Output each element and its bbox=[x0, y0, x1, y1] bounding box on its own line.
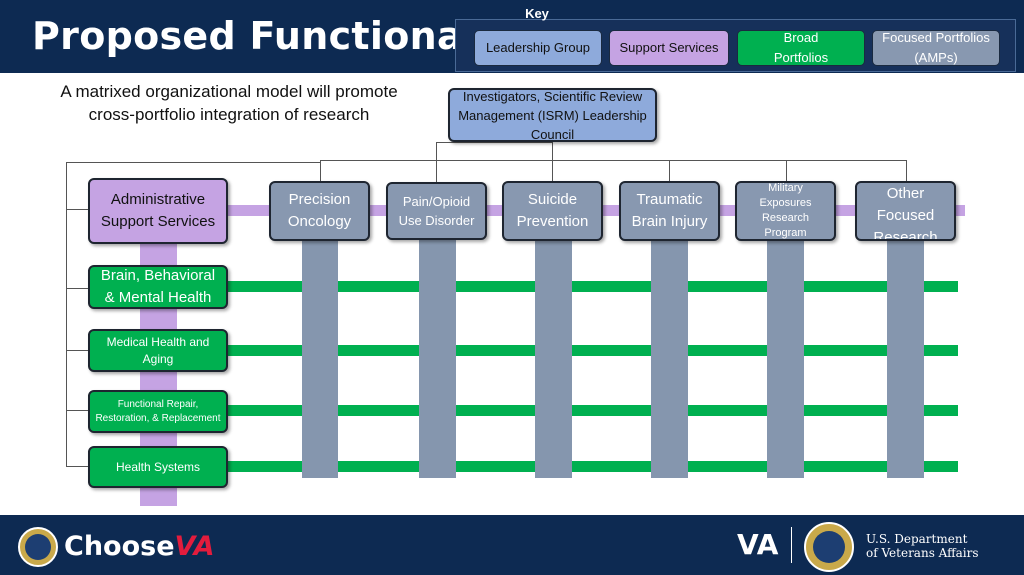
connector-line bbox=[66, 209, 88, 210]
broad-box-brain-behavioral: Brain, Behavioral & Mental Health bbox=[88, 265, 228, 309]
department-seal-icon bbox=[804, 522, 854, 572]
administrative-support-box: Administrative Support Services bbox=[88, 178, 228, 244]
key-focused-portfolios: Focused Portfolios (AMPs) bbox=[872, 30, 1000, 66]
connector-line bbox=[66, 162, 67, 467]
department-name: U.S. Department of Veterans Affairs bbox=[866, 532, 979, 560]
connector-line bbox=[436, 142, 553, 143]
connector-line bbox=[66, 466, 88, 467]
connector-line bbox=[436, 142, 437, 182]
connector-line bbox=[320, 160, 907, 161]
va-seal-icon bbox=[18, 527, 58, 567]
broad-portfolio-bar bbox=[228, 405, 958, 416]
key-broad-portfolios: Broad Portfolios bbox=[737, 30, 865, 66]
amp-box-pain-opioid: Pain/Opioid Use Disorder bbox=[386, 182, 487, 240]
connector-line bbox=[669, 160, 670, 182]
broad-portfolio-bar bbox=[228, 345, 958, 356]
connector-line bbox=[786, 160, 787, 182]
amp-column bbox=[419, 238, 456, 478]
amp-column bbox=[767, 238, 804, 478]
amp-column bbox=[887, 238, 924, 478]
va-check-mark: VA bbox=[174, 531, 215, 562]
amp-column bbox=[302, 238, 338, 478]
connector-line bbox=[66, 350, 88, 351]
leadership-council-box: Investigators, Scientific Review Managem… bbox=[448, 88, 657, 142]
key-support-services: Support Services bbox=[609, 30, 729, 66]
amp-box-military-exposures: Military Exposures Research Program bbox=[735, 181, 836, 241]
amp-box-suicide-prevention: Suicide Prevention bbox=[502, 181, 603, 241]
connector-line bbox=[66, 288, 88, 289]
amp-box-other-focused-research: Other Focused Research bbox=[855, 181, 956, 241]
va-logo: VA bbox=[737, 528, 779, 561]
footer-divider bbox=[791, 527, 792, 563]
connector-line bbox=[552, 160, 553, 182]
subtitle: A matrixed organizational model will pro… bbox=[60, 82, 398, 124]
connector-line bbox=[66, 410, 88, 411]
amp-box-precision-oncology: Precision Oncology bbox=[269, 181, 370, 241]
key-leadership-group: Leadership Group bbox=[474, 30, 602, 66]
amp-column bbox=[535, 238, 572, 478]
broad-box-health-systems: Health Systems bbox=[88, 446, 228, 488]
key-label: Key bbox=[525, 6, 549, 21]
broad-portfolio-bar bbox=[228, 461, 958, 472]
amp-box-traumatic-brain-injury: Traumatic Brain Injury bbox=[619, 181, 720, 241]
connector-line bbox=[906, 160, 907, 182]
broad-box-medical-health-aging: Medical Health and Aging bbox=[88, 329, 228, 372]
connector-line bbox=[320, 160, 321, 182]
broad-portfolio-bar bbox=[228, 281, 958, 292]
connector-line bbox=[66, 162, 321, 163]
choose-va-logo: ChooseVA bbox=[64, 531, 215, 562]
amp-column bbox=[651, 238, 688, 478]
connector-line bbox=[552, 138, 553, 160]
broad-box-functional-repair: Functional Repair, Restoration, & Replac… bbox=[88, 390, 228, 433]
